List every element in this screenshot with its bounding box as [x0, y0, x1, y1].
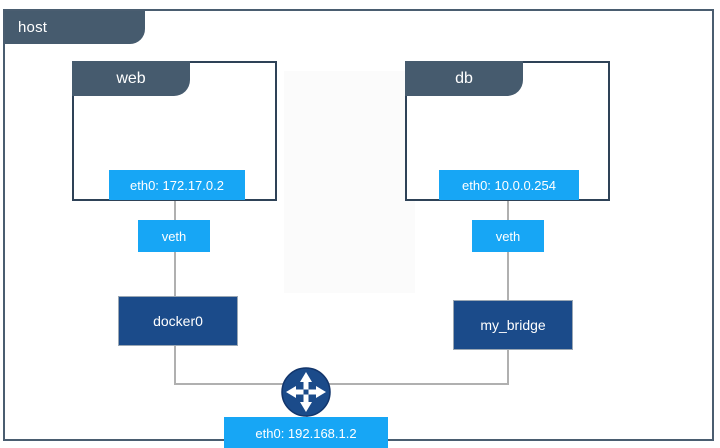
container-web-label-tab: web: [72, 61, 190, 96]
background-wash: [284, 71, 415, 293]
veth-left-label: veth: [161, 228, 187, 244]
router-icon[interactable]: [280, 366, 332, 418]
bridge-docker0-label: docker0: [153, 313, 203, 329]
veth-right[interactable]: veth: [472, 220, 544, 252]
interface-chip-db-eth0-text: eth0: 10.0.0.254: [462, 177, 556, 193]
bridge-my-bridge[interactable]: my_bridge: [453, 300, 573, 350]
connector-veth-left-to-docker0: [174, 251, 176, 316]
bridge-my-bridge-label: my_bridge: [480, 317, 546, 333]
container-db-label: db: [455, 69, 473, 87]
veth-right-label: veth: [495, 228, 521, 244]
container-db-label-tab: db: [405, 61, 523, 96]
router-icon-svg: [281, 367, 331, 417]
bridge-docker0[interactable]: docker0: [118, 296, 238, 346]
connector-veth-right-to-mybridge: [507, 251, 509, 321]
host-label-tab: host: [5, 11, 145, 44]
interface-chip-web-eth0[interactable]: eth0: 172.17.0.2: [109, 170, 245, 200]
interface-chip-host-eth0[interactable]: eth0: 192.168.1.2: [224, 417, 388, 448]
connector-bus-left: [174, 383, 299, 385]
host-boundary: host web eth0: 172.17.0.2: [3, 9, 714, 448]
interface-chip-host-eth0-text: eth0: 192.168.1.2: [255, 425, 357, 441]
interface-chip-db-eth0[interactable]: eth0: 10.0.0.254: [439, 170, 579, 200]
connector-bus-right: [315, 383, 509, 385]
connector-mybridge-to-bus: [507, 349, 509, 385]
interface-chip-web-eth0-text: eth0: 172.17.0.2: [130, 177, 224, 193]
connector-docker0-to-bus: [174, 345, 176, 385]
container-web-label: web: [116, 69, 146, 87]
host-label-text: host: [18, 19, 48, 36]
veth-left[interactable]: veth: [138, 220, 210, 252]
